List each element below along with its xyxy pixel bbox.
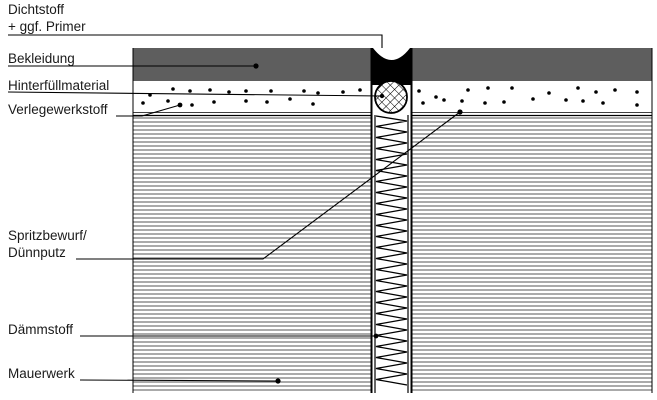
adhesive-dot <box>212 100 216 104</box>
adhesive-dot <box>466 88 470 92</box>
cladding-right <box>412 48 652 81</box>
label-verlegewerkstoff: Verlegewerkstoff <box>8 102 108 117</box>
adhesive-dot <box>358 88 362 92</box>
adhesive-dot <box>442 98 446 102</box>
pointer-dot-verlegewerkstoff <box>177 102 183 108</box>
adhesive-dot <box>208 88 212 92</box>
adhesive-dot <box>594 90 598 94</box>
label-hinterfuellmaterial: Hinterfüllmaterial <box>8 78 109 93</box>
pointer-dot-hinterfuellmaterial <box>379 93 385 99</box>
adhesive-dot <box>341 90 345 94</box>
adhesive-dot <box>531 97 535 101</box>
label-mauerwerk: Mauerwerk <box>8 366 75 381</box>
cladding-left <box>133 48 371 81</box>
adhesive-dot <box>311 102 315 106</box>
adhesive-dot <box>141 101 145 105</box>
adhesive-dot <box>460 99 464 103</box>
adhesive-dot <box>244 89 248 93</box>
adhesive-dot <box>227 90 231 94</box>
leader-spritzbewurf <box>76 111 461 260</box>
label-spritzbewurf: Spritzbewurf/ <box>8 228 87 243</box>
insulation-zigzag-stroke <box>375 115 408 386</box>
adhesive-dot <box>576 86 580 90</box>
pointer-dot-mauerwerk <box>275 378 281 384</box>
pointer-dot-bekleidung <box>253 63 259 69</box>
adhesive-dot <box>188 89 192 93</box>
backer-rod <box>374 80 408 114</box>
adhesive-dot <box>269 89 273 93</box>
adhesive-dot <box>486 86 490 90</box>
label-duennputz: Dünnputz <box>8 245 66 260</box>
adhesive-dot <box>564 98 568 102</box>
leader-hinterfuellmaterial <box>7 91 383 97</box>
adhesive-dot <box>166 99 170 103</box>
adhesive-dot <box>635 90 639 94</box>
leader-dichtstoff <box>8 34 383 48</box>
masonry-right <box>412 116 652 393</box>
adhesive-dot <box>581 99 585 103</box>
adhesive-dot <box>302 89 306 93</box>
adhesive-dot <box>601 101 605 105</box>
pointer-dot-daemmstoff <box>373 333 379 339</box>
adhesive-dot <box>547 91 551 95</box>
adhesive-dot <box>510 86 514 90</box>
insulation-zigzag <box>375 115 408 386</box>
adhesive-dot <box>502 100 506 104</box>
adhesive-dot <box>265 100 269 104</box>
adhesive-dots <box>141 86 639 107</box>
sealant-meniscus <box>373 48 410 60</box>
adhesive-dot <box>244 99 248 103</box>
leader-mauerwerk <box>79 379 279 382</box>
adhesive-dot <box>190 103 194 107</box>
label-dichtstoff: Dichtstoff <box>8 2 64 17</box>
label-primer: + ggf. Primer <box>8 19 86 34</box>
adhesive-dot <box>148 93 152 97</box>
adhesive-dot <box>613 88 617 92</box>
adhesive-dot <box>288 97 292 101</box>
adhesive-dot <box>434 95 438 99</box>
adhesive-dot <box>417 89 421 93</box>
leader-lines <box>7 34 461 382</box>
adhesive-dot <box>635 103 639 107</box>
leader-verlegewerkstoff <box>116 104 181 117</box>
adhesive-dot <box>421 101 425 105</box>
label-daemmstoff: Dämmstoff <box>8 322 73 337</box>
adhesive-dot <box>483 101 487 105</box>
masonry-left <box>133 116 371 393</box>
pointer-dot-spritzbewurf <box>457 109 463 115</box>
label-bekleidung: Bekleidung <box>8 51 75 66</box>
adhesive-dot <box>316 91 320 95</box>
adhesive-dot <box>171 87 175 91</box>
